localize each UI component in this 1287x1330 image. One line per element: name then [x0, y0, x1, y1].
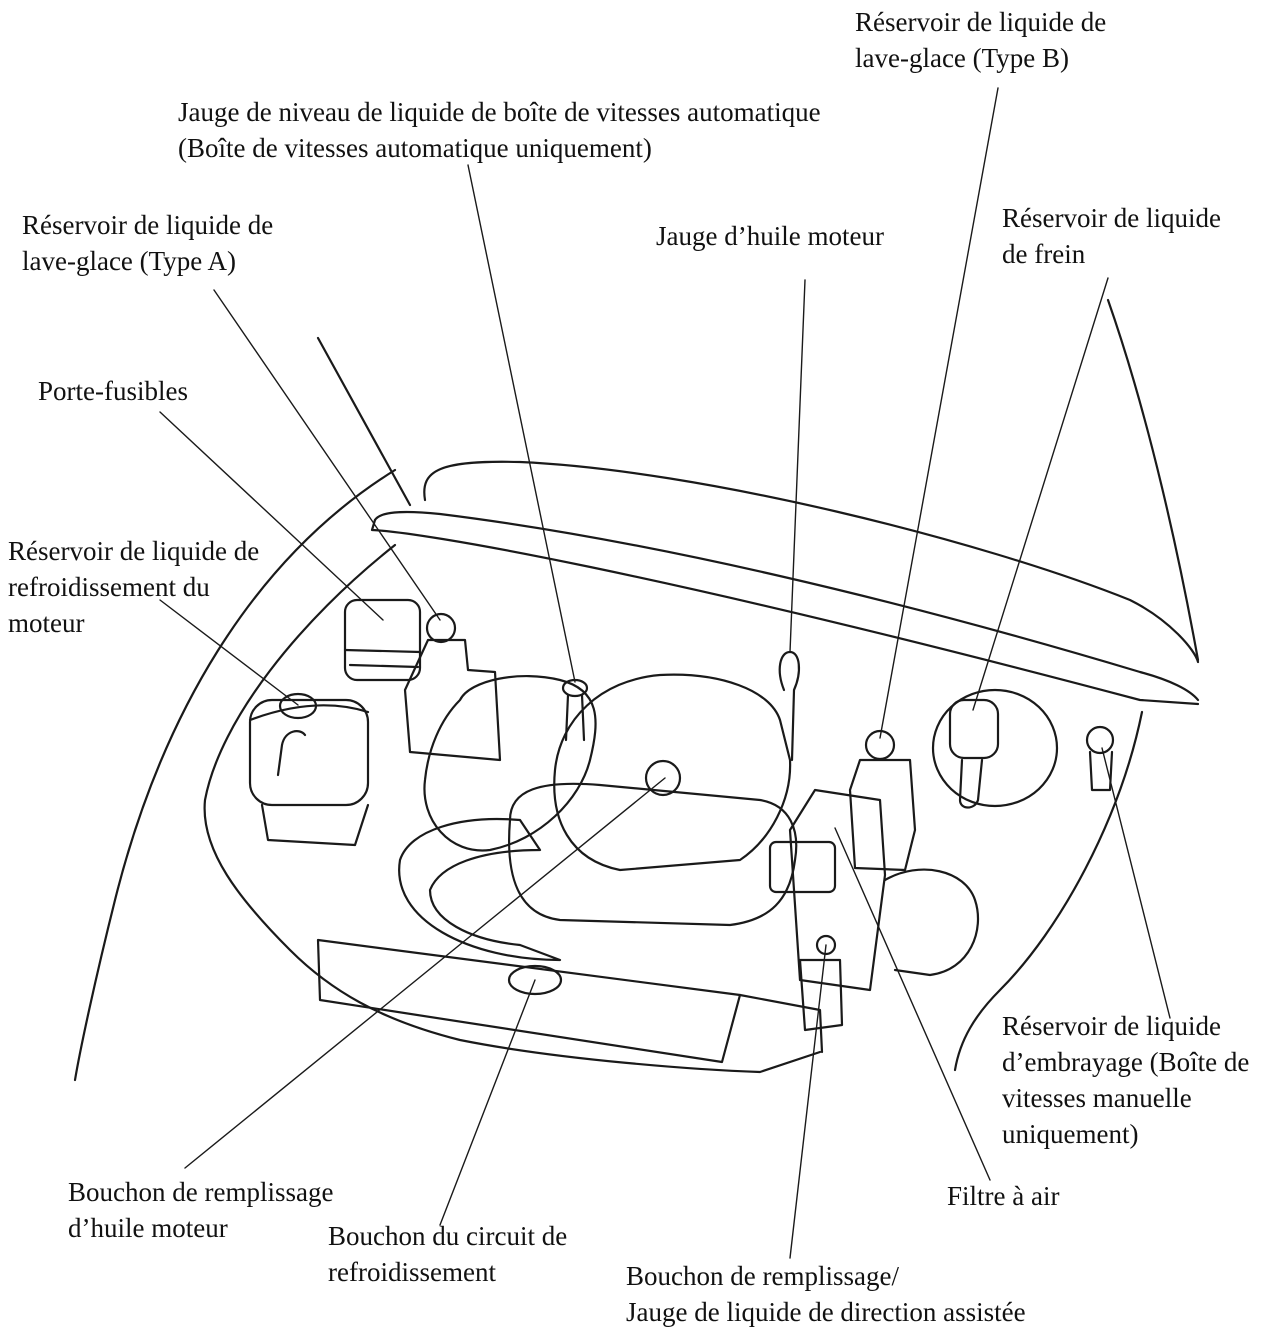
- leader-oil-gauge: [789, 279, 806, 653]
- label-oil-gauge-line1: Jauge d’huile moteur: [656, 221, 884, 251]
- brake-booster: [931, 688, 1059, 808]
- radiator-cap: [507, 964, 563, 996]
- bay-floor-outline: [203, 543, 822, 1074]
- air-filter-duct: [883, 868, 980, 977]
- intake-tube: [398, 817, 562, 962]
- label-oil-filler-cap-line1: Bouchon de remplissage: [68, 1177, 334, 1207]
- label-fuse-box-line1: Porte-fusibles: [38, 376, 188, 406]
- label-washer-a: Réservoir de liquide de lave-glace (Type…: [22, 207, 273, 279]
- cowl-top-inner: [373, 510, 1200, 702]
- leader-oil-filler-cap: [184, 777, 666, 1169]
- label-power-steering-line2: Jauge de liquide de direction assistée: [626, 1297, 1026, 1327]
- atf-dipstick-tube: [564, 693, 586, 742]
- label-coolant-reservoir-line3: moteur: [8, 608, 85, 638]
- washer-b-tank: [848, 758, 917, 872]
- label-clutch-fluid-line2: d’embrayage (Boîte de: [1002, 1047, 1250, 1077]
- power-steering-cap: [815, 934, 837, 956]
- label-atf-gauge-line1: Jauge de niveau de liquide de boîte de v…: [178, 97, 821, 127]
- air-filter-cap: [768, 840, 837, 894]
- oil-filler-cap: [644, 759, 682, 797]
- leader-brake-fluid: [972, 277, 1109, 711]
- hood-left-edge: [316, 336, 412, 507]
- intake-manifold: [423, 674, 597, 852]
- hood-right-edge: [1106, 298, 1200, 662]
- washer-a-cap: [425, 612, 457, 644]
- bumper-lip: [738, 993, 824, 1054]
- label-air-filter: Filtre à air: [947, 1178, 1059, 1214]
- label-radiator-cap-line2: refroidissement: [328, 1257, 496, 1287]
- coolant-reservoir-top: [248, 704, 370, 722]
- label-washer-b-line1: Réservoir de liquide de: [855, 7, 1107, 37]
- washer-b-cap: [864, 729, 896, 761]
- fuse-box-lid: [343, 648, 422, 669]
- label-atf-gauge: Jauge de niveau de liquide de boîte de v…: [178, 94, 821, 166]
- leader-fuse-box: [159, 411, 384, 621]
- label-brake-fluid: Réservoir de liquide de frein: [1002, 200, 1221, 272]
- leader-power-steering: [789, 944, 827, 1259]
- engine-cover-plate: [508, 782, 798, 927]
- label-coolant-reservoir-line2: refroidissement du: [8, 572, 210, 602]
- label-coolant-reservoir: Réservoir de liquide de refroidissement …: [8, 533, 259, 641]
- leader-atf-gauge: [467, 164, 576, 683]
- brake-fluid-reservoir: [948, 698, 1000, 760]
- label-washer-b-line2: lave-glace (Type B): [855, 43, 1069, 73]
- fender-left-curve: [73, 468, 397, 1082]
- leader-radiator-cap: [439, 979, 536, 1226]
- power-steering-reservoir: [798, 958, 844, 1032]
- label-air-filter-line1: Filtre à air: [947, 1181, 1060, 1211]
- leader-clutch-fluid: [1101, 747, 1171, 1019]
- label-clutch-fluid-line4: uniquement): [1002, 1119, 1139, 1149]
- label-fuse-box: Porte-fusibles: [38, 373, 188, 409]
- label-coolant-reservoir-line1: Réservoir de liquide de: [8, 536, 260, 566]
- coolant-reservoir-base: [260, 803, 370, 847]
- label-oil-filler-cap-line2: d’huile moteur: [68, 1213, 228, 1243]
- leader-air-filter: [834, 827, 991, 1181]
- air-filter-box: [788, 788, 887, 992]
- engine-cover: [553, 673, 792, 872]
- bumper-front: [316, 938, 742, 1064]
- clutch-fluid-cap: [1085, 725, 1115, 755]
- brake-fluid-pipe: [958, 758, 984, 809]
- leader-coolant-reservoir: [159, 599, 299, 706]
- cowl-top: [423, 460, 1200, 664]
- coolant-reservoir-hose: [276, 730, 307, 777]
- label-power-steering-line1: Bouchon de remplissage/: [626, 1261, 899, 1291]
- label-oil-gauge: Jauge d’huile moteur: [656, 218, 884, 254]
- fuse-box-body: [343, 598, 422, 682]
- label-washer-a-line1: Réservoir de liquide de: [22, 210, 274, 240]
- bay-right-wall: [953, 710, 1144, 1072]
- label-brake-fluid-line1: Réservoir de liquide: [1002, 203, 1221, 233]
- cowl-seal: [370, 518, 1200, 706]
- coolant-reservoir-cap: [278, 692, 318, 720]
- label-oil-filler-cap: Bouchon de remplissage d’huile moteur: [68, 1174, 333, 1246]
- label-radiator-cap-line1: Bouchon du circuit de: [328, 1221, 568, 1251]
- label-power-steering: Bouchon de remplissage/ Jauge de liquide…: [626, 1258, 1026, 1330]
- label-radiator-cap: Bouchon du circuit de refroidissement: [328, 1218, 567, 1290]
- label-washer-a-line2: lave-glace (Type A): [22, 246, 236, 276]
- label-clutch-fluid: Réservoir de liquide d’embrayage (Boîte …: [1002, 1008, 1249, 1152]
- label-clutch-fluid-line1: Réservoir de liquide: [1002, 1011, 1221, 1041]
- label-atf-gauge-line2: (Boîte de vitesses automatique uniquemen…: [178, 133, 652, 163]
- leader-washer-b: [879, 87, 999, 739]
- clutch-fluid-body: [1088, 750, 1114, 792]
- label-clutch-fluid-line3: vitesses manuelle: [1002, 1083, 1192, 1113]
- oil-dipstick-loop: [778, 650, 800, 762]
- leader-washer-a: [213, 289, 441, 621]
- washer-a-tank: [403, 638, 502, 762]
- label-washer-b: Réservoir de liquide de lave-glace (Type…: [855, 4, 1106, 76]
- label-brake-fluid-line2: de frein: [1002, 239, 1086, 269]
- coolant-reservoir-tank: [248, 698, 370, 807]
